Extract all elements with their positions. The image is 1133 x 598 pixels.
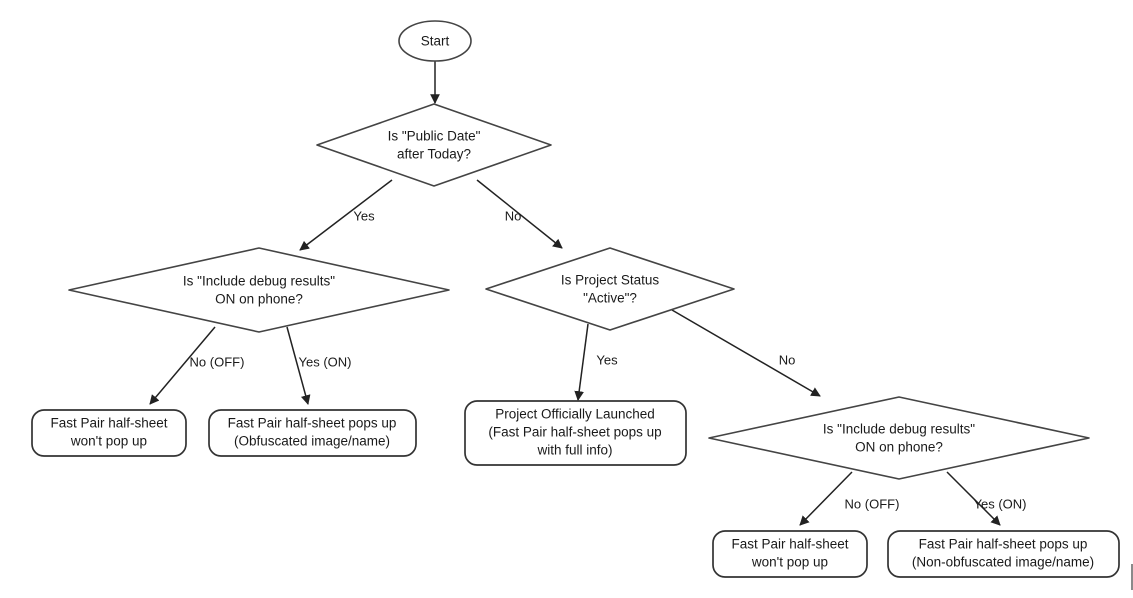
node-launched-terminal[interactable]: Project Officially Launched (Fast Pair h… [464, 400, 687, 466]
node-right-no-terminal[interactable]: Fast Pair half-sheet won't pop up [712, 530, 868, 578]
node-debug-left-decision[interactable]: Is "Include debug results" ON on phone? [68, 247, 450, 333]
edge-label-project-status-yes: Yes [596, 352, 618, 367]
right-yes-terminal-line1: Fast Pair half-sheet pops up [919, 537, 1088, 552]
debug-right-line1: Is "Include debug results" [823, 422, 975, 437]
node-start[interactable]: Start [398, 20, 472, 62]
launched-terminal-box [464, 400, 687, 466]
edge-debug-left-no [149, 326, 216, 405]
start-ellipse [398, 20, 472, 62]
node-left-yes-terminal[interactable]: Fast Pair half-sheet pops up (Obfuscated… [208, 409, 417, 457]
node-public-date-decision[interactable]: Is "Public Date" after Today? [316, 103, 552, 187]
edges-layer [149, 61, 1001, 526]
edge-label-public-date-yes: Yes [353, 208, 375, 223]
debug-left-line1: Is "Include debug results" [183, 274, 335, 289]
right-yes-terminal-box [887, 530, 1120, 578]
edge-project-status-yes [574, 323, 589, 401]
left-no-terminal-line1: Fast Pair half-sheet [50, 416, 167, 431]
debug-right-diamond [708, 396, 1090, 480]
project-status-line2: "Active"? [583, 291, 637, 306]
edge-debug-left-yes [286, 326, 311, 405]
left-yes-terminal-box [208, 409, 417, 457]
edge-label-debug-right-yes: Yes (ON) [974, 496, 1027, 511]
edge-public-date-no [476, 179, 563, 249]
left-yes-terminal-line1: Fast Pair half-sheet pops up [228, 416, 397, 431]
edge-label-debug-left-yes: Yes (ON) [299, 354, 352, 369]
launched-terminal-line2: (Fast Pair half-sheet pops up [488, 425, 661, 440]
edge-label-project-status-no: No [779, 352, 796, 367]
left-no-terminal-box [31, 409, 187, 457]
edge-debug-right-no [799, 471, 853, 526]
public-date-diamond [316, 103, 552, 187]
project-status-diamond [485, 247, 735, 331]
launched-terminal-line1: Project Officially Launched [495, 407, 655, 422]
debug-left-line2: ON on phone? [215, 292, 303, 307]
node-right-yes-terminal[interactable]: Fast Pair half-sheet pops up (Non-obfusc… [887, 530, 1120, 578]
left-no-terminal-line2: won't pop up [70, 434, 147, 449]
left-yes-terminal-line2: (Obfuscated image/name) [234, 434, 390, 449]
edge-label-debug-left-no: No (OFF) [190, 354, 245, 369]
edge-label-public-date-no: No [505, 208, 522, 223]
edge-labels-layer: Yes No No (OFF) Yes (ON) Yes No No (OFF)… [190, 208, 1027, 511]
edge-project-status-no [671, 309, 821, 397]
right-no-terminal-box [712, 530, 868, 578]
right-yes-terminal-line2: (Non-obfuscated image/name) [912, 555, 1094, 570]
debug-left-diamond [68, 247, 450, 333]
public-date-line2: after Today? [397, 147, 471, 162]
project-status-line1: Is Project Status [561, 273, 660, 288]
node-project-status-decision[interactable]: Is Project Status "Active"? [485, 247, 735, 331]
start-label: Start [421, 34, 450, 49]
launched-terminal-line3: with full info) [536, 443, 612, 458]
edge-debug-right-yes [946, 471, 1001, 526]
public-date-line1: Is "Public Date" [388, 129, 481, 144]
page-edge-marker [1131, 564, 1133, 590]
node-left-no-terminal[interactable]: Fast Pair half-sheet won't pop up [31, 409, 187, 457]
right-no-terminal-line2: won't pop up [751, 555, 828, 570]
debug-right-line2: ON on phone? [855, 440, 943, 455]
edge-label-debug-right-no: No (OFF) [845, 496, 900, 511]
right-no-terminal-line1: Fast Pair half-sheet [731, 537, 848, 552]
node-debug-right-decision[interactable]: Is "Include debug results" ON on phone? [708, 396, 1090, 480]
edge-public-date-yes [299, 179, 393, 251]
